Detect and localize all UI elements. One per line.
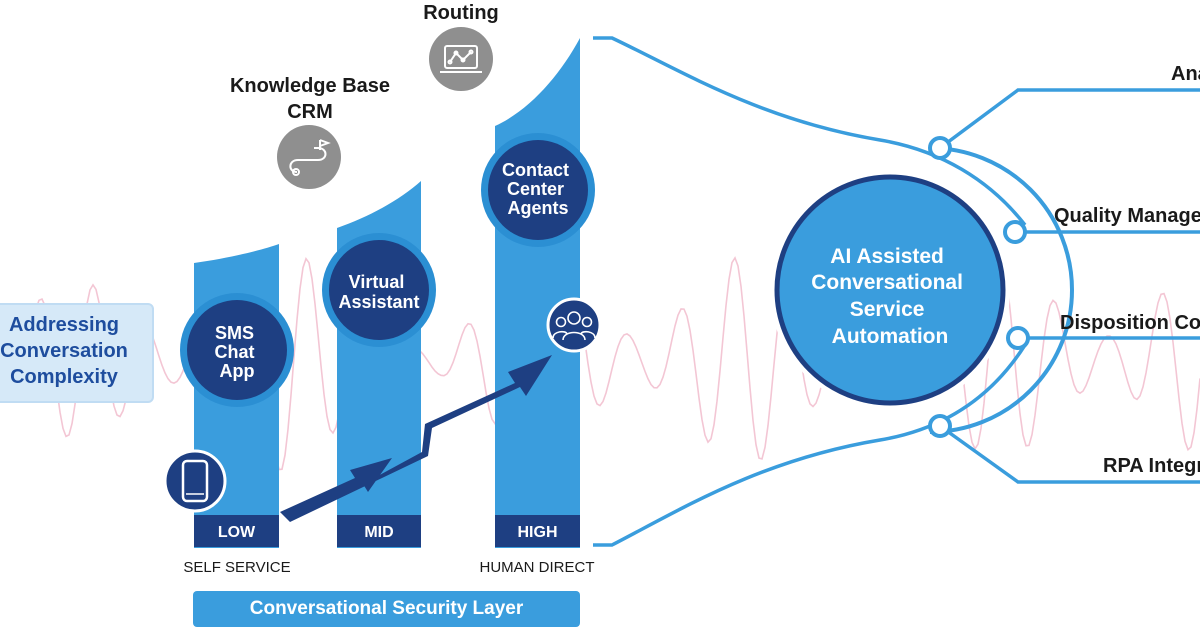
tier-circle-mid — [329, 240, 429, 340]
center-circle — [774, 174, 1006, 406]
tier-circle-low-text: SMS Chat App — [214, 323, 259, 381]
security-layer-bar: Conversational Security Layer — [193, 591, 580, 627]
center-halo-arc — [929, 146, 1074, 434]
funnel-connector-top — [593, 36, 1027, 227]
branch-label-quality: Quality Management — [1054, 205, 1200, 227]
branch-label-disposition: Disposition Codes — [1060, 312, 1200, 334]
knowledge-base-label: Knowledge Base — [230, 75, 390, 97]
bar-mid-strip — [337, 515, 421, 547]
branch-label-rpa: RPA Integration — [1103, 455, 1200, 477]
agents-group-icon — [546, 297, 602, 353]
branch-label-analytics: Analytics — [1171, 63, 1200, 85]
complexity-label: Addressing Conversation Complexity — [0, 314, 128, 388]
right-branch-lines — [938, 88, 1200, 484]
branch-nodes — [928, 136, 1030, 438]
routing-label: Routing — [423, 2, 499, 24]
tier-circle-high — [488, 140, 588, 240]
smartphone-icon — [163, 449, 227, 513]
self-service-label: SELF SERVICE — [183, 559, 290, 576]
bar-high-strip — [495, 515, 580, 547]
funnel-connector-bottom — [593, 344, 1027, 547]
route-path-icon — [277, 125, 341, 189]
tier-label-low: LOW — [218, 524, 256, 541]
smartphone-icon-body — [181, 459, 209, 503]
agents-group-icon-figures — [552, 311, 596, 341]
complexity-box — [0, 303, 154, 403]
crm-label: CRM — [287, 101, 333, 123]
tier-circle-low — [187, 300, 287, 400]
bar-high — [495, 38, 580, 548]
center-circle-text: AI Assisted Conversational Service Autom… — [811, 245, 969, 348]
route-path-icon-glyph — [289, 139, 331, 176]
growth-arrow — [280, 355, 552, 522]
background-waveform — [0, 256, 1200, 471]
bar-low-strip — [194, 515, 279, 547]
human-direct-label: HUMAN DIRECT — [480, 559, 595, 576]
tier-label-high: HIGH — [518, 524, 558, 541]
laptop-routing-icon-glyph — [440, 45, 482, 73]
tier-label-mid: MID — [364, 524, 393, 541]
tier-circle-mid-text: Virtual Assistant — [338, 272, 419, 312]
tier-circle-high-text: Contact Center Agents — [502, 160, 574, 218]
